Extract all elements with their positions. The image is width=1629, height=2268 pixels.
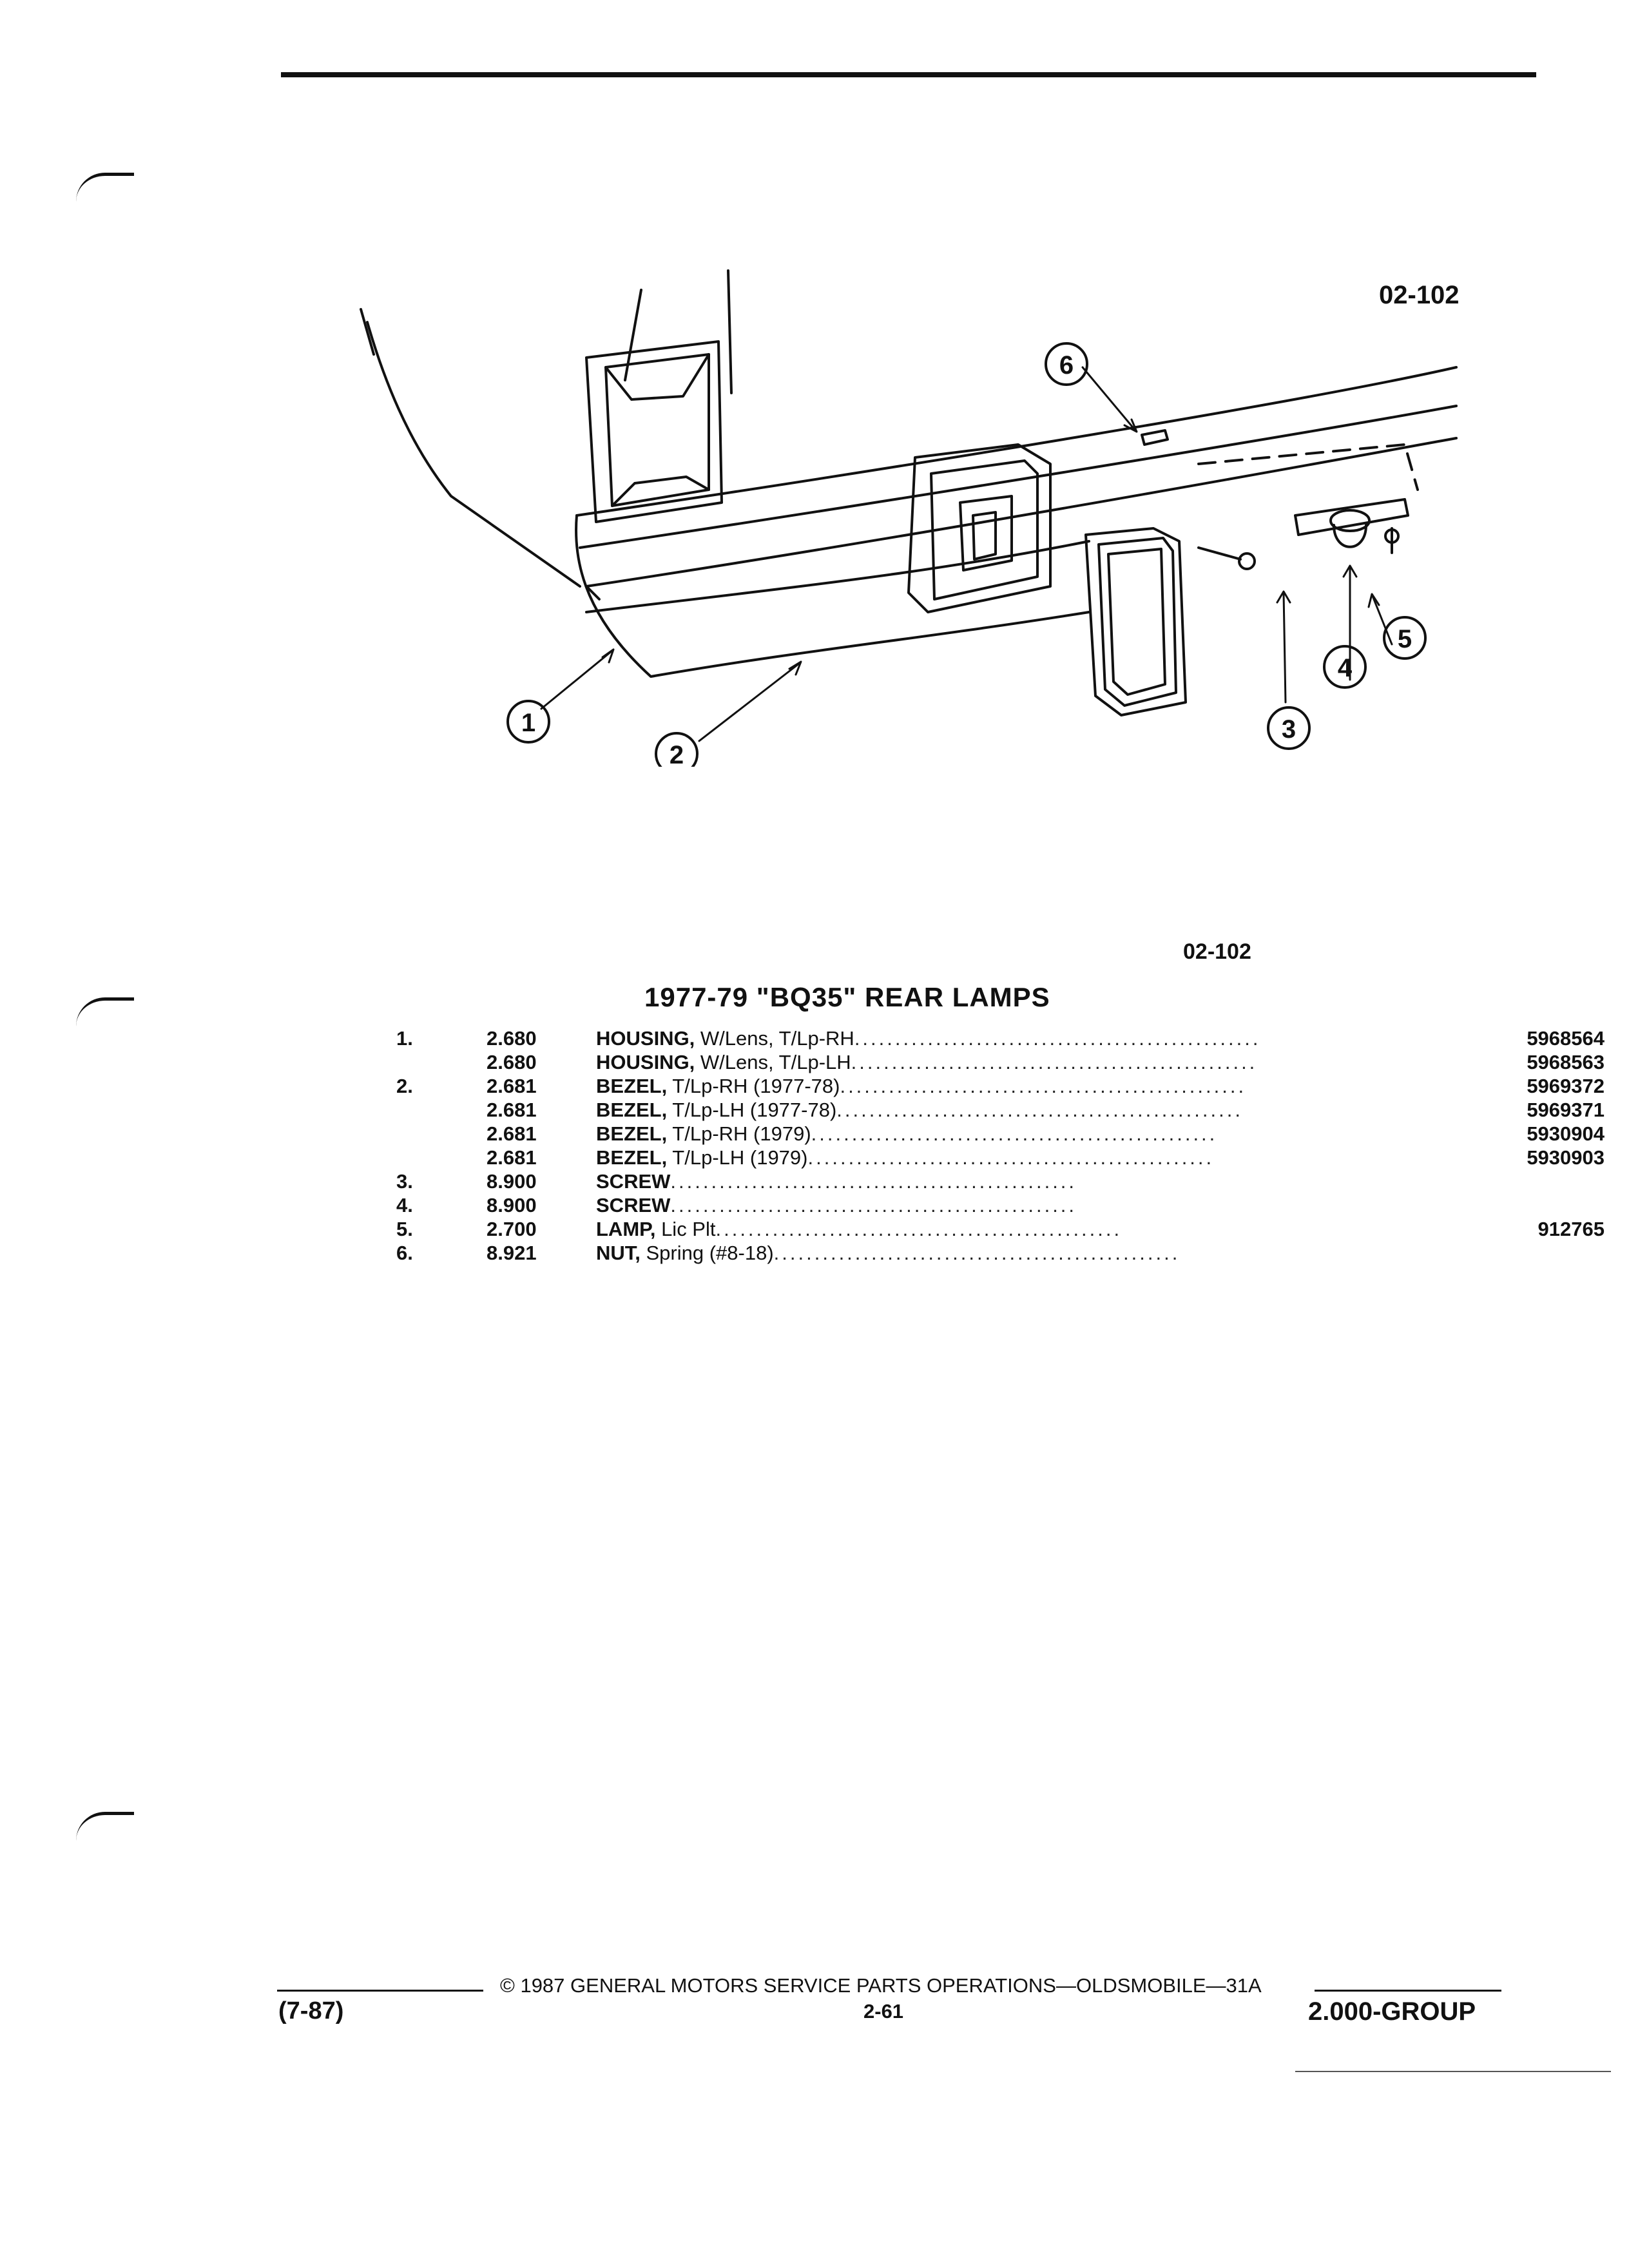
callout-label: 2 (670, 741, 684, 767)
dot-leader: ........................................… (811, 1122, 1218, 1145)
figure-code: 02-102 (1183, 939, 1251, 964)
part-name: HOUSING, (596, 1051, 695, 1073)
dot-leader: ........................................… (715, 1218, 1123, 1240)
part-detail: T/Lp-LH (1979) (667, 1146, 808, 1169)
rear-lamps-illustration: 1 2 3 4 5 6 (360, 269, 1458, 767)
item-number: 3. (396, 1170, 413, 1193)
group-number: 8.900 (487, 1194, 537, 1216)
part-number: 5969371 (1527, 1099, 1605, 1121)
dot-leader: ........................................… (854, 1027, 1261, 1050)
part-name: NUT, (596, 1242, 641, 1264)
bottom-rule (1295, 2071, 1611, 2072)
part-detail: Spring (#8-18) (640, 1242, 774, 1264)
description: HOUSING, W/Lens, T/Lp-LH ...............… (596, 1051, 1311, 1074)
part-detail: T/Lp-RH (1979) (667, 1122, 811, 1145)
callout-circles (506, 342, 1427, 767)
item-number: 1. (396, 1027, 413, 1050)
description: BEZEL, T/Lp-RH (1979) ..................… (596, 1122, 1311, 1146)
description: LAMP, Lic Plt ..........................… (596, 1218, 1311, 1241)
part-detail: W/Lens, T/Lp-LH (695, 1051, 851, 1073)
group-number: 8.900 (487, 1170, 537, 1193)
description: BEZEL, T/Lp-RH (1977-78) ...............… (596, 1075, 1311, 1098)
group-number: 2.700 (487, 1218, 537, 1240)
description: NUT, Spring (#8-18) ....................… (596, 1242, 1311, 1265)
binder-hole-mark (76, 1812, 134, 1841)
dot-leader: ........................................… (773, 1242, 1181, 1264)
binder-hole-mark (76, 997, 134, 1026)
item-number: 5. (396, 1218, 413, 1240)
group-number: 2.681 (487, 1075, 537, 1097)
callout-label: 4 (1338, 654, 1353, 682)
description: SCREW ..................................… (596, 1194, 1311, 1217)
item-number: 6. (396, 1242, 413, 1264)
item-number: 2. (396, 1075, 413, 1097)
part-detail: T/Lp-RH (1977-78) (667, 1075, 840, 1097)
item-number: 4. (396, 1194, 413, 1216)
callout-label: 5 (1398, 625, 1412, 653)
callout-label: 1 (521, 709, 535, 737)
page-number: 2-61 (863, 2000, 904, 2023)
part-detail: Lic Plt (655, 1218, 716, 1240)
group-number: 2.680 (487, 1051, 537, 1073)
bezel-part-2 (1084, 527, 1187, 716)
dot-leader: ........................................… (851, 1051, 1258, 1073)
callout-label: 6 (1059, 351, 1074, 380)
dot-leader: ........................................… (836, 1099, 1243, 1121)
part-number: 5930903 (1527, 1146, 1605, 1169)
description: SCREW ..................................… (596, 1170, 1311, 1193)
dot-leader: ........................................… (670, 1170, 1077, 1193)
part-number: 5968563 (1527, 1051, 1605, 1073)
top-rule (281, 72, 1536, 77)
part-name: BEZEL, (596, 1146, 668, 1169)
part-name: SCREW (596, 1194, 671, 1216)
figure-code-top: 02-102 (1379, 281, 1460, 309)
part-number: 912765 (1537, 1218, 1605, 1240)
group-number: 2.680 (487, 1027, 537, 1050)
section-title: 1977-79 "BQ35" REAR LAMPS (644, 982, 1050, 1012)
part-detail: W/Lens, T/Lp-RH (695, 1027, 854, 1050)
part-name: LAMP, (596, 1218, 656, 1240)
part-name: SCREW (596, 1170, 671, 1193)
part-number: 5969372 (1527, 1075, 1605, 1097)
part-number: 5930904 (1527, 1122, 1605, 1145)
part-name: HOUSING, (596, 1027, 695, 1050)
part-detail: T/Lp-LH (1977-78) (667, 1099, 837, 1121)
description: BEZEL, T/Lp-LH (1979) ..................… (596, 1146, 1311, 1169)
description: BEZEL, T/Lp-LH (1977-78) ...............… (596, 1099, 1311, 1122)
group-number: 8.921 (487, 1242, 537, 1264)
part-name: BEZEL, (596, 1099, 668, 1121)
dot-leader: ........................................… (670, 1194, 1077, 1216)
part-name: BEZEL, (596, 1122, 668, 1145)
footer-rule-left (277, 1990, 483, 1992)
group-number: 2.681 (487, 1122, 537, 1145)
dot-leader: ........................................… (807, 1146, 1215, 1169)
footer-group: 2.000-GROUP (1308, 1997, 1476, 2026)
binder-hole-mark (76, 173, 134, 202)
group-number: 2.681 (487, 1099, 537, 1121)
dot-leader: ........................................… (840, 1075, 1247, 1097)
description: HOUSING, W/Lens, T/Lp-RH ...............… (596, 1027, 1311, 1050)
footer-copyright: © 1987 GENERAL MOTORS SERVICE PARTS OPER… (500, 1974, 1262, 1997)
footer-rule-right (1315, 1990, 1501, 1992)
part-number: 5968564 (1527, 1027, 1605, 1050)
callout-label: 3 (1282, 715, 1296, 744)
part-name: BEZEL, (596, 1075, 668, 1097)
footer-date: (7-87) (278, 1997, 344, 2024)
group-number: 2.681 (487, 1146, 537, 1169)
housing-part-1 (907, 443, 1052, 613)
